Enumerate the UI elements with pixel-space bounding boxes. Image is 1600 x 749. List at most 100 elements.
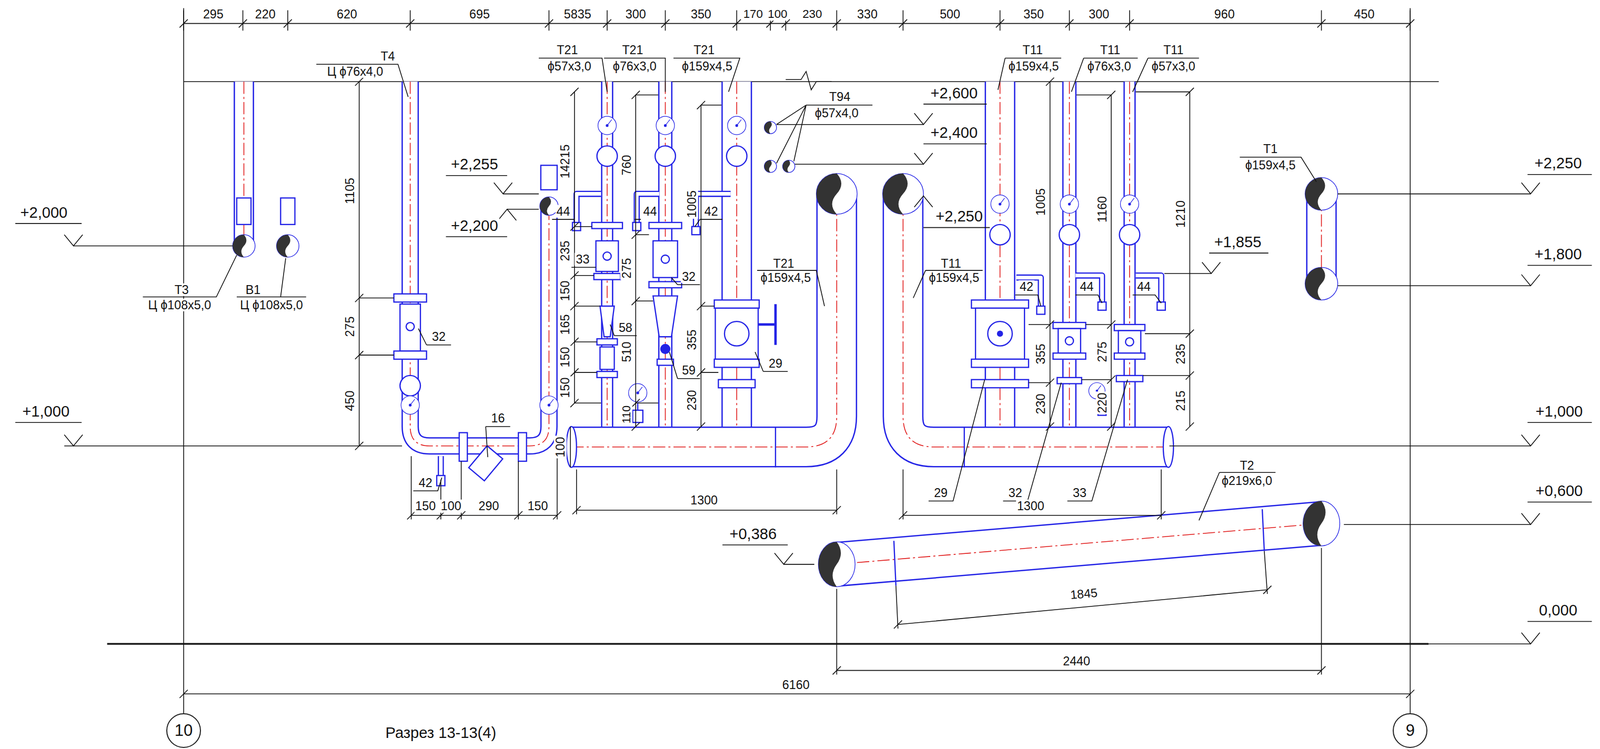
- elevation-mark: +1,855: [1213, 234, 1263, 251]
- pipe-label: В1: [244, 283, 262, 297]
- callout-number: 32: [430, 330, 447, 344]
- dimension-text: 1845: [1068, 586, 1100, 602]
- pipe-label: Т3: [173, 283, 190, 297]
- elevation-mark: +1,000: [1534, 403, 1585, 420]
- dimension-text: 150: [558, 279, 572, 303]
- dimension-text: 165: [558, 313, 572, 337]
- dimension-text: 1160: [1095, 195, 1109, 224]
- dimension-text: 14215: [558, 143, 572, 180]
- dimension-text: 1300: [689, 493, 719, 507]
- dimension-text: 300: [1087, 7, 1111, 21]
- dimension-text: 1005: [1034, 187, 1048, 217]
- pipe-label: ϕ76x3,0: [611, 59, 658, 73]
- dimension-text: 330: [856, 7, 879, 21]
- dimension-text: 230: [685, 388, 699, 412]
- pipe-label: Т94: [828, 90, 852, 104]
- callout-number: 16: [489, 411, 506, 425]
- callout-number: 29: [767, 356, 784, 370]
- dimension-text: 215: [1174, 389, 1187, 413]
- elevation-mark: +2,400: [929, 124, 979, 142]
- dimension-text: 510: [620, 340, 633, 364]
- dimension-text: 695: [468, 7, 491, 21]
- dimension-text: 100: [554, 435, 567, 459]
- dimension-text: 275: [620, 257, 633, 280]
- pipe-label: Ц ϕ76x4,0: [326, 65, 385, 78]
- elevation-mark: +2,200: [449, 217, 500, 234]
- dimension-text: 6160: [781, 678, 811, 692]
- dimension-text: 275: [343, 315, 357, 338]
- callout-number: 44: [641, 204, 658, 218]
- pipe-label: ϕ219x6,0: [1220, 474, 1274, 488]
- pipe-label: ϕ76x3,0: [1086, 59, 1133, 73]
- callout-number: 42: [417, 476, 434, 489]
- dimension-text: 230: [801, 7, 823, 20]
- dimension-text: 235: [558, 239, 572, 263]
- pipe-label: ϕ159x4,5: [680, 59, 734, 73]
- pipe-label: ϕ57x3,0: [546, 59, 593, 73]
- dimension-text: 150: [558, 376, 572, 400]
- callout-number: 44: [555, 204, 572, 218]
- dimension-text: 2440: [1061, 655, 1092, 668]
- elevation-mark: 0,000: [1537, 602, 1579, 619]
- pipe-label: ϕ159x4,5: [1007, 59, 1061, 73]
- dimension-text: 150: [526, 499, 550, 513]
- callout-number: 42: [1018, 280, 1035, 294]
- dimension-text: 150: [558, 346, 572, 369]
- elevation-mark: +1,800: [1533, 246, 1584, 263]
- dimension-text: 220: [254, 7, 277, 21]
- dimension-text: 1105: [343, 176, 357, 206]
- callout-number: 29: [932, 486, 949, 500]
- pipe-label: Т11: [1162, 43, 1185, 57]
- pipe-label: Т21: [620, 43, 644, 57]
- elevation-mark: +2,250: [1533, 155, 1584, 172]
- dimension-text: 295: [202, 7, 225, 21]
- axis-number: 9: [1405, 721, 1415, 741]
- callout-number: 33: [574, 253, 591, 266]
- pipe-label: Т21: [692, 43, 716, 57]
- dimension-text: 110: [620, 404, 633, 425]
- dimension-text: 760: [620, 154, 633, 177]
- dimension-text: 450: [343, 389, 357, 413]
- dimension-text: 350: [1022, 7, 1045, 21]
- dimension-text: 170: [742, 7, 764, 20]
- dimension-text: 450: [1353, 7, 1376, 21]
- dimension-text: 150: [414, 499, 437, 513]
- elevation-mark: +1,000: [21, 403, 71, 420]
- dimension-text: 350: [689, 7, 713, 21]
- dimension-text: 620: [335, 7, 359, 21]
- callout-number: 58: [617, 321, 634, 335]
- pipe-label: Т21: [555, 43, 579, 57]
- dimension-text: 275: [1095, 340, 1109, 364]
- dimension-text: 5835: [562, 7, 593, 21]
- pipe-label: Т4: [379, 49, 396, 63]
- dimension-text: 290: [477, 499, 501, 513]
- dimension-text: 230: [1034, 393, 1048, 416]
- dimension-text: 1300: [1015, 499, 1046, 513]
- dimension-text: 100: [439, 499, 463, 513]
- pipe-label: ϕ159x4,5: [927, 270, 981, 284]
- pipe-label: Т21: [771, 256, 796, 270]
- dimension-text: 235: [1174, 343, 1187, 366]
- elevation-mark: +2,000: [19, 204, 69, 221]
- callout-number: 32: [1007, 486, 1024, 500]
- dimension-text: 1005: [685, 189, 699, 219]
- pipe-label: ϕ57x4,0: [813, 106, 860, 120]
- pipe-label: ϕ159x4,5: [1244, 158, 1297, 172]
- callout-number: 33: [1071, 486, 1088, 500]
- pipe-label: Т1: [1262, 142, 1279, 156]
- dimension-text: 355: [685, 328, 699, 352]
- dimension-text: 1210: [1174, 199, 1187, 230]
- pipe-label: Т11: [1021, 43, 1044, 57]
- callout-number: 42: [703, 204, 720, 218]
- callout-number: 44: [1079, 280, 1095, 294]
- dimension-text: 960: [1213, 7, 1236, 21]
- axis-number: 10: [174, 721, 194, 741]
- pipe-label: Т11: [939, 256, 962, 270]
- pipe-label: Ц ϕ108x5,0: [147, 298, 213, 312]
- callout-number: 32: [680, 270, 697, 284]
- pipe-label: Ц ϕ108x5,0: [238, 298, 305, 312]
- callout-number: 44: [1135, 280, 1152, 294]
- grid-axis-circle: 10: [166, 713, 201, 749]
